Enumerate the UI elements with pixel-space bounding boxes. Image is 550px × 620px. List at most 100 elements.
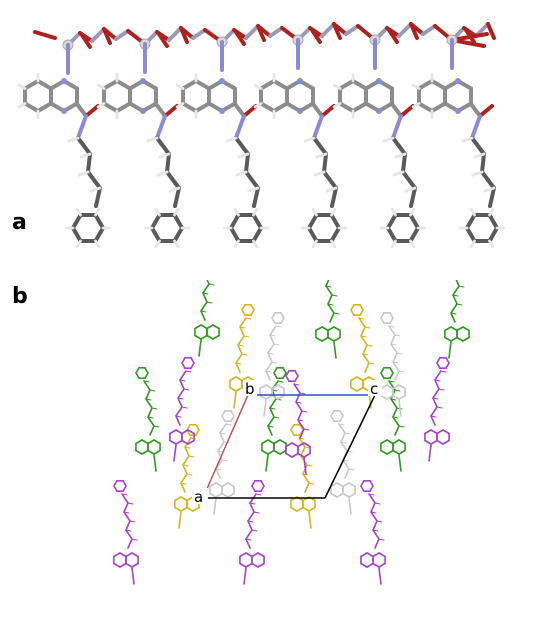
chain-bond	[237, 335, 245, 346]
ring-bond	[285, 442, 293, 448]
ring-bond	[135, 439, 143, 445]
cell-edge-origin-to-b	[202, 394, 249, 499]
chain-bond	[368, 493, 376, 504]
ring-bond	[378, 552, 386, 558]
phenyl-ring	[113, 480, 127, 492]
h-bond	[147, 416, 154, 419]
h-bond	[233, 239, 240, 249]
h-bond	[149, 389, 156, 392]
h-bond	[376, 520, 383, 523]
amide-bond	[76, 114, 88, 140]
ring-bond	[115, 79, 132, 91]
ring-bond	[398, 439, 406, 445]
h-bond	[17, 102, 27, 109]
ring-bond	[229, 376, 237, 382]
h-bond	[388, 380, 395, 383]
h-bond	[297, 419, 304, 422]
ring-bond	[141, 439, 149, 445]
bond	[153, 454, 157, 472]
h-bond	[436, 406, 443, 409]
ring-bond	[290, 429, 295, 436]
ring-bond	[380, 317, 385, 324]
ring-bond	[462, 336, 470, 342]
ring-bond	[241, 376, 249, 382]
h-bond	[458, 285, 465, 288]
ring-bond	[135, 449, 143, 455]
ring-bond	[350, 309, 355, 316]
phenyl-ring	[186, 424, 200, 436]
chain-bond	[217, 441, 225, 452]
ring-bond	[122, 480, 127, 487]
ring-bond	[321, 336, 329, 342]
ring-bond	[200, 324, 208, 330]
ring-bond	[380, 312, 385, 319]
h-bond	[304, 446, 311, 449]
ring-bond	[339, 415, 344, 422]
bond	[198, 339, 202, 357]
chain-bond	[269, 325, 277, 336]
h-bond	[308, 482, 315, 485]
h-bond	[75, 207, 82, 217]
green-molecule	[380, 367, 406, 472]
phenyl-ring	[360, 480, 374, 492]
ring-bond	[487, 213, 499, 230]
ring-bond	[115, 101, 132, 113]
h-bond	[390, 398, 397, 401]
h-bond	[394, 334, 401, 337]
h-bond	[158, 152, 171, 159]
aromatic-ring	[327, 326, 341, 342]
ring-bond	[280, 312, 285, 319]
carbonyl-bond	[478, 104, 494, 118]
green-molecule	[444, 280, 470, 359]
h-bond	[154, 207, 161, 217]
h-bond	[277, 380, 284, 383]
ring-bond	[360, 562, 368, 568]
ligand-unit	[332, 38, 427, 249]
ring-bond	[333, 326, 341, 332]
white-molecule	[380, 312, 406, 417]
carbonyl-bond	[320, 104, 336, 118]
carbonyl-bond	[399, 104, 415, 118]
green-molecule	[315, 280, 341, 359]
ring-bond	[181, 101, 198, 113]
bridge-bond	[90, 27, 106, 43]
ring-bond	[272, 79, 289, 91]
chain-bond	[94, 186, 102, 208]
h-bond	[206, 301, 213, 304]
ring-bond	[296, 506, 304, 512]
chain-bond	[202, 283, 210, 294]
ring-bond	[273, 449, 281, 455]
ring-bond	[290, 506, 298, 512]
heteroaromatic-ring	[207, 79, 237, 113]
ring-bond	[436, 439, 444, 445]
chain-bond	[247, 511, 255, 522]
ring-bond	[221, 415, 226, 422]
ring-bond	[186, 496, 194, 502]
ring-bond	[408, 213, 420, 230]
chain-bond	[76, 136, 92, 156]
ring-nitrogen	[140, 108, 146, 114]
h-bond	[440, 370, 447, 373]
ring-nitrogen	[376, 78, 382, 84]
ring-nitrogen	[219, 108, 225, 114]
bond	[398, 454, 402, 472]
ring-bond	[271, 394, 279, 400]
h-bond	[168, 186, 181, 193]
ligand-unit	[253, 38, 348, 249]
ring-bond	[386, 439, 394, 445]
ring-bond	[273, 367, 278, 374]
chain-bond	[179, 379, 185, 390]
ring-bond	[181, 362, 186, 369]
h-bond	[253, 102, 263, 109]
chain-bond	[206, 280, 210, 285]
h-bond	[253, 511, 260, 514]
purple-molecule	[285, 370, 311, 475]
ring-bond	[308, 506, 316, 512]
chain-bond	[362, 353, 370, 364]
ring-bond	[380, 372, 385, 379]
chain-bond	[165, 170, 181, 190]
ring-bond	[442, 439, 450, 445]
ring-bond	[229, 213, 241, 230]
chain-bond	[177, 397, 183, 408]
h-bond	[338, 423, 345, 426]
